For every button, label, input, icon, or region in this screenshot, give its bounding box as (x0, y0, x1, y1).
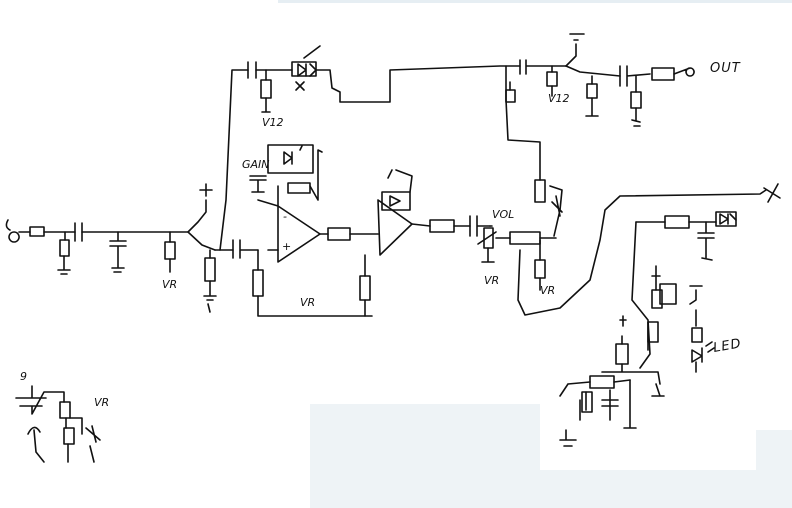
gain-loop-wire (257, 149, 323, 207)
gain-resistor (287, 182, 311, 194)
stage2-output-resistor (429, 219, 455, 233)
input-capacitor (74, 222, 83, 242)
gain-pot-diode (267, 144, 314, 174)
input-jack (5, 219, 45, 243)
label-led: LED (712, 336, 743, 356)
volume-series-resistor (509, 231, 541, 245)
label-vr-tone: VR (540, 284, 555, 297)
right-lower-resistor (534, 239, 546, 291)
bias-return-resistor (252, 249, 373, 317)
top-edge-panel (278, 0, 792, 3)
output-jack (651, 67, 695, 81)
top-to-second-stage-wire (315, 65, 521, 103)
label-vr-vol: VR (484, 274, 499, 287)
gain-capacitor (249, 175, 267, 193)
label-vr-bias: VR (300, 296, 315, 309)
gain-opamp: - + (267, 205, 329, 263)
right-transistor (534, 179, 563, 237)
right-column-wire (505, 65, 541, 181)
return-loop-wire (517, 189, 767, 316)
label-gain: GAIN (242, 158, 270, 171)
right-resistor-top (505, 81, 516, 103)
label-out: OUT (710, 61, 741, 76)
power-filter-network (559, 315, 665, 447)
svg-text:-: - (283, 210, 287, 223)
right-edge-panel (756, 430, 792, 470)
label-supply-9: 9 (20, 370, 27, 383)
tone-resistor (359, 254, 371, 317)
feedback-capacitor (247, 61, 257, 79)
output-capacitor-b (619, 65, 651, 87)
led-branch-wire (631, 221, 651, 369)
output-supply (565, 33, 585, 67)
label-x-top (295, 81, 305, 91)
led-diode (715, 211, 737, 227)
second-opamp (349, 169, 413, 256)
input-vr-resistor (164, 231, 176, 273)
label-vr-input: VR (162, 278, 177, 291)
led-bias-network (647, 265, 703, 351)
output-coupling-capacitor (469, 215, 491, 237)
output-line-wire (565, 65, 621, 77)
led-filter-cap (697, 221, 715, 261)
clipping-diodes-top (291, 45, 321, 77)
svg-text:+: + (282, 240, 291, 253)
output-capacitor-a (519, 59, 567, 75)
label-vr-supply: VR (94, 396, 109, 409)
opamp-output-resistor (327, 227, 351, 241)
input-pulldown-resistor (57, 231, 71, 275)
led-indicator (691, 309, 715, 373)
label-v12-b: V12 (548, 92, 570, 105)
bias-transistor (187, 183, 234, 251)
supply-battery (15, 385, 65, 463)
bottom-left-panel (310, 404, 540, 508)
upper-feedback-wire (219, 69, 293, 251)
bias-resistor (203, 249, 217, 313)
bottom-right-panel (540, 470, 792, 508)
output-pulldown (630, 75, 642, 127)
output-shunt-cap (585, 75, 599, 117)
supply-resistor (59, 401, 75, 463)
led-series-resistor (635, 215, 717, 229)
volume-pot (477, 225, 497, 263)
v12-diode-a (260, 69, 272, 113)
label-x-right (763, 183, 781, 203)
v12-diode-b (546, 65, 558, 97)
stage2-output-wire (411, 223, 471, 227)
label-vol: VOL (492, 208, 514, 221)
label-v12-a: V12 (262, 116, 284, 129)
input-shunt-capacitor (109, 231, 127, 273)
supply-vr (69, 417, 101, 463)
coupling-capacitor-1 (232, 239, 259, 259)
